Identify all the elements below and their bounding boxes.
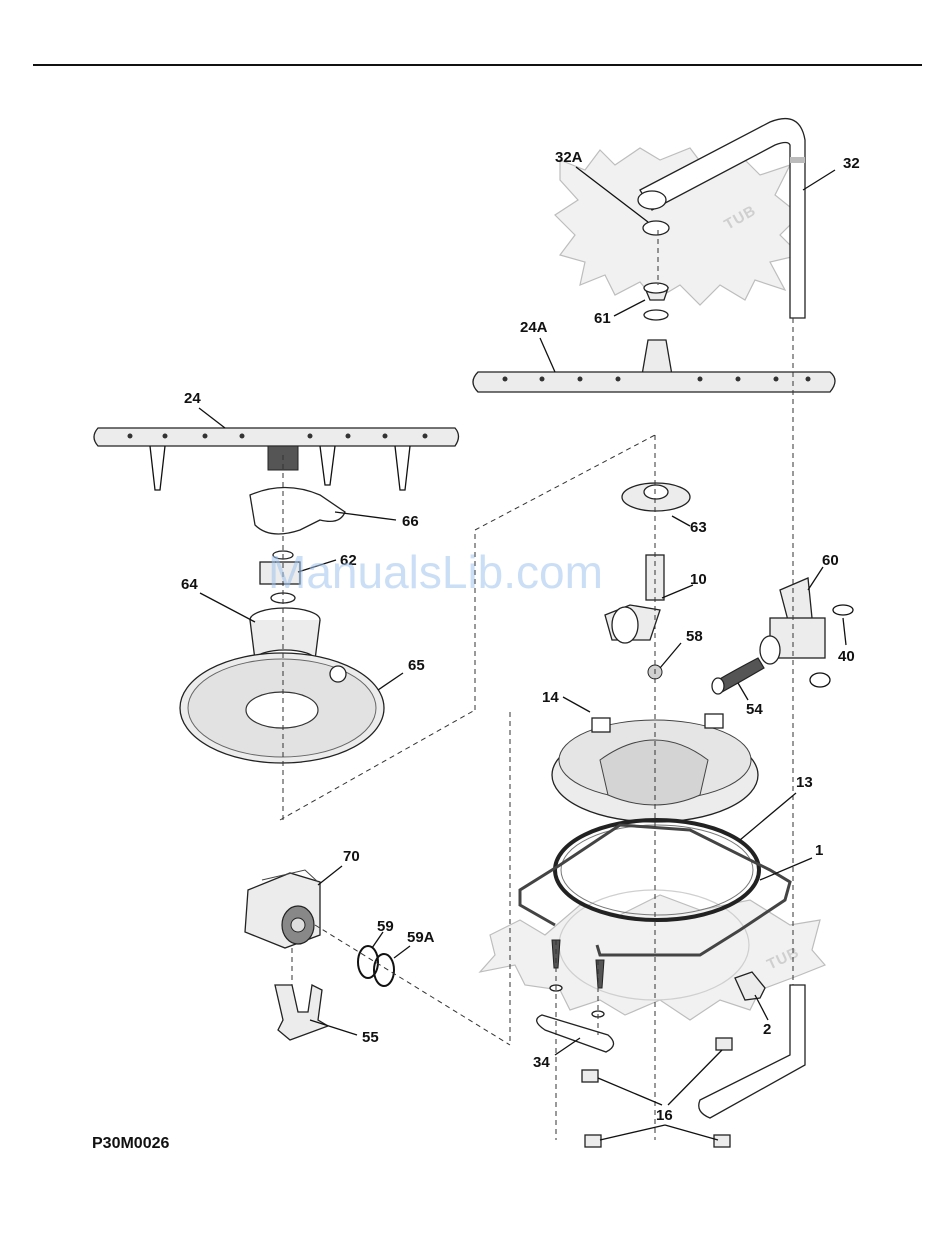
callout-24: 24	[184, 390, 201, 407]
callout-59a: 59A	[407, 929, 435, 946]
callout-54: 54	[746, 701, 763, 718]
callout-24a: 24A	[520, 319, 548, 336]
sump-retaining-clips	[582, 1038, 732, 1147]
callout-10: 10	[690, 571, 707, 588]
callout-70: 70	[343, 848, 360, 865]
spray-arm-nut	[644, 283, 668, 320]
callout-16: 16	[656, 1107, 673, 1124]
callout-61: 61	[594, 310, 611, 327]
inlet-hose	[712, 658, 764, 694]
callout-32: 32	[843, 155, 860, 172]
spray-arm-bearing-clip	[250, 488, 345, 535]
filter-plate	[180, 653, 384, 763]
callout-32a: 32A	[555, 149, 583, 166]
callout-66: 66	[402, 513, 419, 530]
callout-1: 1	[815, 842, 823, 859]
sump-mounting-plate	[537, 1015, 614, 1052]
wash-arm-support	[622, 483, 690, 511]
pump-motor	[245, 870, 320, 948]
callout-34: 34	[533, 1054, 550, 1071]
callout-55: 55	[362, 1029, 379, 1046]
motor-seals	[358, 946, 394, 986]
callout-13: 13	[796, 774, 813, 791]
lower-spray-arm	[94, 428, 459, 490]
supply-tube-gasket	[643, 221, 669, 235]
callout-59: 59	[377, 918, 394, 935]
upper-spray-arm	[473, 340, 835, 392]
callout-64: 64	[181, 576, 198, 593]
callout-65: 65	[408, 657, 425, 674]
watermark-text: ManualsLib.com	[268, 546, 603, 598]
callout-14: 14	[542, 689, 559, 706]
motor-mounting-bracket	[275, 985, 328, 1040]
drawing-code: P30M0026	[92, 1135, 169, 1152]
callout-58: 58	[686, 628, 703, 645]
callout-40: 40	[838, 648, 855, 665]
callout-60: 60	[822, 552, 839, 569]
callout-63: 63	[690, 519, 707, 536]
callout-2: 2	[763, 1021, 771, 1038]
